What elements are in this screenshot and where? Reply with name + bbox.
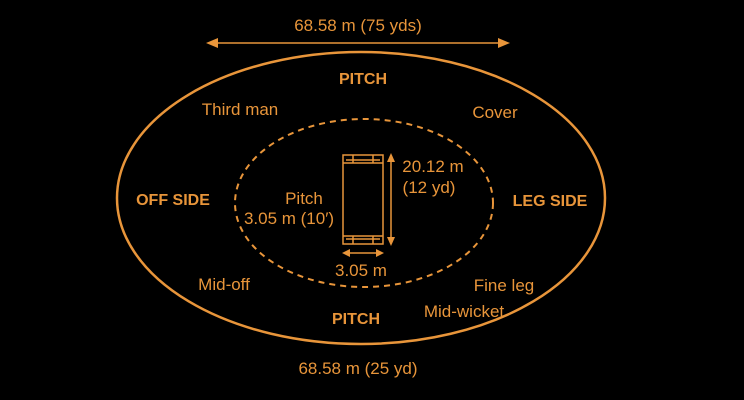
- pitch-width-arrow: [342, 249, 384, 257]
- pitch-length-label-line1: 20.12 m: [402, 157, 463, 176]
- fine-leg-label: Fine leg: [474, 276, 534, 295]
- bottom-dimension-label: 68.58 m (25 yd): [298, 359, 417, 378]
- pitch-bottom-label: PITCH: [332, 311, 380, 328]
- mid-wicket-label: Mid-wicket: [424, 302, 505, 321]
- pitch-top-label: PITCH: [339, 71, 387, 88]
- off-side-label: OFF SIDE: [136, 192, 210, 209]
- pitch-center-label-line1: Pitch: [285, 189, 323, 208]
- pitch-length-label-line2: (12 yd): [403, 178, 456, 197]
- cover-label: Cover: [472, 103, 518, 122]
- pitch-center-label-line2: 3.05 m (10′): [244, 209, 334, 228]
- mid-off-label: Mid-off: [198, 275, 250, 294]
- pitch-width-label: 3.05 m: [335, 261, 387, 280]
- top-dimension-label: 68.58 m (75 yds): [294, 16, 422, 35]
- inner-circle: [234, 118, 494, 288]
- top-dimension-arrow: [206, 38, 510, 48]
- leg-side-label: LEG SIDE: [513, 193, 588, 210]
- third-man-label: Third man: [202, 100, 279, 119]
- pitch-rectangle: [342, 154, 384, 245]
- boundary-oval: [115, 50, 607, 346]
- pitch-length-arrow: [387, 153, 395, 246]
